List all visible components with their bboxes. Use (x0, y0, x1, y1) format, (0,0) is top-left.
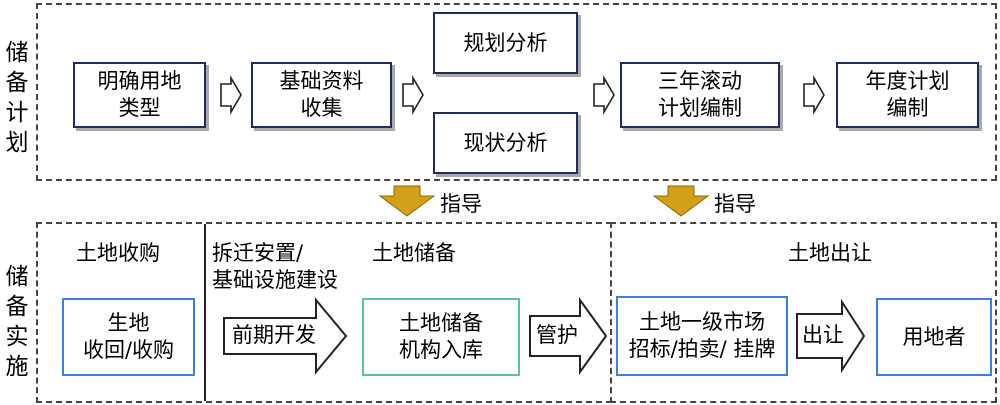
impl-side-label: 储 备 实 施 (2, 262, 32, 382)
guide-label-right: 指导 (714, 192, 756, 216)
transfer-arrow-label: 出让 (802, 323, 844, 347)
box-acquisition-text: 生地 收回/收购 (82, 311, 175, 362)
acquisition-divider (204, 224, 206, 401)
plan-side-char: 备 (5, 70, 29, 96)
box-three-year-plan: 三年滚动 计划编制 (620, 62, 780, 128)
box-acquisition: 生地 收回/收购 (62, 298, 195, 376)
custody-arrow-label: 管护 (536, 323, 578, 347)
box-define-land-type-text: 明确用地 类型 (97, 69, 182, 120)
demolition-label: 拆迁安置/ 基础设施建设 (212, 241, 338, 292)
box-reserve-storage-text: 土地储备 机构入库 (399, 311, 483, 362)
reserve-title: 土地储备 (372, 241, 456, 265)
guide-arrow-icon (378, 185, 436, 217)
impl-side-char: 实 (5, 324, 29, 350)
predev-arrow-shape (223, 297, 348, 375)
impl-section-frame-right (610, 222, 997, 403)
impl-side-char: 储 (5, 264, 29, 290)
plan-side-char: 计 (5, 100, 29, 126)
box-annual-plan: 年度计划 编制 (836, 62, 979, 128)
flow-arrow-icon (220, 75, 242, 115)
impl-side-char: 备 (5, 294, 29, 320)
plan-section-frame (36, 3, 997, 181)
box-planning-analysis: 规划分析 (433, 12, 578, 74)
box-status-analysis: 现状分析 (433, 112, 578, 174)
guide-arrow-icon (652, 185, 710, 217)
guide-label-left: 指导 (440, 192, 482, 216)
box-land-user-text: 用地者 (902, 324, 966, 349)
box-reserve-storage: 土地储备 机构入库 (362, 298, 520, 376)
box-planning-analysis-text: 规划分析 (463, 30, 548, 55)
plan-side-char: 储 (5, 40, 29, 66)
acquisition-title: 土地收购 (76, 241, 160, 265)
transfer-arrow-shape (796, 298, 866, 374)
box-land-user: 用地者 (876, 298, 992, 376)
predev-arrow-label: 前期开发 (232, 323, 316, 347)
custody-arrow-shape (529, 296, 608, 376)
box-primary-market: 土地一级市场 招标/拍卖/ 挂牌 (616, 296, 788, 376)
plan-side-label: 储 备 计 划 (2, 38, 32, 158)
box-collect-data: 基础资料 收集 (251, 62, 392, 128)
flow-arrow-icon (593, 75, 615, 115)
plan-side-char: 划 (5, 130, 29, 156)
box-status-analysis-text: 现状分析 (463, 130, 548, 155)
transfer-title: 土地出让 (788, 241, 872, 265)
box-three-year-plan-text: 三年滚动 计划编制 (658, 69, 742, 120)
box-annual-plan-text: 年度计划 编制 (865, 69, 950, 120)
box-primary-market-text: 土地一级市场 招标/拍卖/ 挂牌 (628, 310, 776, 361)
flow-arrow-icon (402, 75, 424, 115)
box-define-land-type: 明确用地 类型 (73, 62, 206, 128)
flow-arrow-icon (803, 75, 825, 115)
impl-side-char: 施 (5, 354, 29, 380)
box-collect-data-text: 基础资料 收集 (279, 69, 364, 120)
